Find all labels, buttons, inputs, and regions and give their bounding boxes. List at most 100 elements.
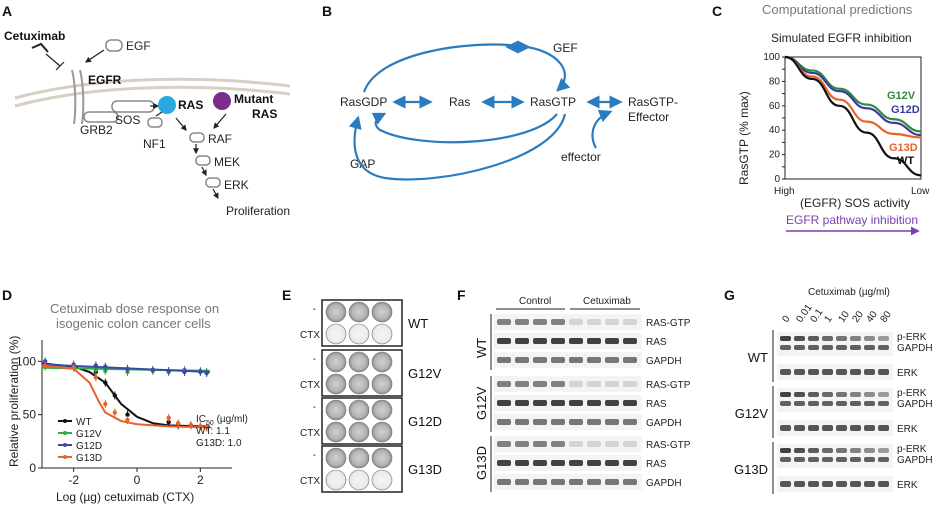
blot-f-membrane	[494, 455, 642, 471]
blot-g-label-erk: ERK	[897, 480, 918, 491]
blot-g-band-erk	[836, 425, 847, 431]
chart-c-ylabel: RasGTP (% max)	[737, 91, 751, 185]
chart-d-fit-g13d	[41, 364, 210, 429]
blot-g-label-erk: ERK	[897, 368, 918, 379]
blot-f-band	[569, 381, 583, 387]
chart-d-subtitle-line2: isogenic colon cancer cells	[56, 316, 211, 331]
blot-g-band-perk	[878, 392, 889, 397]
blot-g-label-erk: ERK	[897, 424, 918, 435]
chart-d-point-g12d	[204, 370, 209, 376]
egfr-pathway-inhibition-label: EGFR pathway inhibition	[786, 213, 918, 227]
blot-g-band-gapdh	[780, 401, 791, 406]
blot-g-row-g13d: G13D	[734, 462, 768, 477]
panel-label-d: D	[2, 287, 12, 303]
ic50-title: IC50 (µg/ml)	[196, 414, 248, 427]
blot-f-membrane	[494, 333, 642, 349]
chart-d-legend: WT G12V G12D G13D	[58, 417, 102, 464]
well-g12v-untreated	[348, 351, 370, 373]
blot-g-band-perk	[864, 448, 875, 453]
blot-f-band	[515, 441, 529, 447]
blot-g-band-erk	[780, 481, 791, 487]
blot-f-label-ras: RAS	[646, 459, 667, 470]
blot-g-band-erk	[878, 369, 889, 375]
chart-d-point-g12d	[42, 359, 48, 364]
plate-g12d-ctx-label: CTX	[300, 428, 320, 439]
panel-label-g: G	[724, 287, 735, 303]
blot-g-band-erk	[850, 481, 861, 487]
blot-f-row-g12v: G12V	[474, 386, 489, 420]
well-g12d-ctx	[325, 421, 347, 443]
well-wt-ctx	[371, 323, 393, 345]
blot-f-label-ras-gtp: RAS-GTP	[646, 440, 691, 451]
blot-f-band	[497, 357, 511, 363]
well-g13d-untreated	[325, 447, 347, 469]
chart-c-legend-g12v: G12V	[887, 90, 916, 102]
blot-f-band	[551, 479, 565, 485]
blot-g-row-g12v: G12V	[735, 406, 769, 421]
blot-g-band-perk	[780, 336, 791, 341]
blot-f-label-ras-gtp: RAS-GTP	[646, 380, 691, 391]
plate-row-label-g12v: G12V	[408, 366, 442, 381]
blot-g-band-perk	[808, 392, 819, 397]
chart-c-series	[784, 55, 922, 177]
chart-d-legend-marker-g12v	[63, 431, 67, 435]
ras-to-raf-arrow	[175, 117, 187, 131]
chart-d-legend-g12d: G12D	[76, 441, 102, 452]
mutant-to-raf-arrow	[213, 113, 227, 129]
well-g12v-ctx	[371, 373, 393, 395]
blot-f-band	[587, 319, 601, 325]
blot-g-band-erk	[836, 369, 847, 375]
chart-d-xlabel: Log (µg) cetuximab (CTX)	[56, 490, 194, 504]
blot-f-label-gapdh: GAPDH	[646, 478, 682, 489]
chart-c-xtick-high: High	[774, 186, 795, 197]
blot-g-band-gapdh	[836, 345, 847, 350]
blot-f-band	[587, 479, 601, 485]
blot-f-label-gapdh: GAPDH	[646, 418, 682, 429]
blot-f-band	[623, 479, 637, 485]
grb2-icon	[83, 111, 119, 123]
egfr-label: EGFR	[88, 73, 122, 87]
blot-f-membrane	[494, 474, 642, 490]
blot-g-band-erk	[864, 369, 875, 375]
blot-f-band	[515, 419, 529, 425]
blot-g-row-wt: WT	[748, 350, 768, 365]
membrane-line-inner	[14, 85, 291, 108]
blot-f-band	[605, 479, 619, 485]
chart-c-ytick-label-0: 0	[774, 174, 780, 185]
chart-c-legend-g12d: G12D	[891, 104, 920, 116]
blot-g-band-gapdh	[878, 401, 889, 406]
chart-d-point-wt	[112, 393, 118, 398]
plate-row-label-g12d: G12D	[408, 414, 442, 429]
blot-f-band	[551, 319, 565, 325]
blot-g-band-erk	[864, 425, 875, 431]
blot-g-band-gapdh	[864, 401, 875, 406]
mutant-ras-label-line2: RAS	[252, 107, 277, 121]
chart-c-ytick-label-20: 20	[769, 150, 781, 161]
blot-g-band-erk	[794, 369, 805, 375]
chart-d-point-g13d	[93, 375, 99, 380]
blot-g-band-erk	[822, 481, 833, 487]
panel-a-signaling-diagram: Cetuximab EGF EGFR GRB2 SOS RAS Mutant R…	[4, 29, 291, 218]
chart-d-point-g13d	[204, 425, 209, 430]
cetuximab-label: Cetuximab	[4, 29, 65, 43]
blot-f-band	[497, 338, 511, 344]
chart-c-ytick-label-40: 40	[769, 125, 781, 136]
blot-f-membrane	[494, 414, 642, 430]
blot-f-band	[623, 357, 637, 363]
blot-f-band	[623, 419, 637, 425]
blot-g-band-gapdh	[850, 401, 861, 406]
effector-label: effector	[561, 150, 601, 164]
blot-f-band	[569, 460, 583, 466]
well-g13d-ctx	[325, 469, 347, 491]
dose-label-0: 0	[780, 313, 792, 324]
blot-g-membrane-perk	[777, 444, 893, 468]
chart-d-point-g13d	[175, 421, 181, 426]
blot-f-band	[533, 319, 547, 325]
blot-g-band-erk	[794, 425, 805, 431]
blot-f-band	[605, 441, 619, 447]
chart-d-point-g13d	[198, 424, 203, 429]
blot-f-band	[515, 319, 529, 325]
blot-f-band	[515, 479, 529, 485]
blot-g-band-perk	[780, 448, 791, 453]
blot-g-band-erk	[808, 369, 819, 375]
